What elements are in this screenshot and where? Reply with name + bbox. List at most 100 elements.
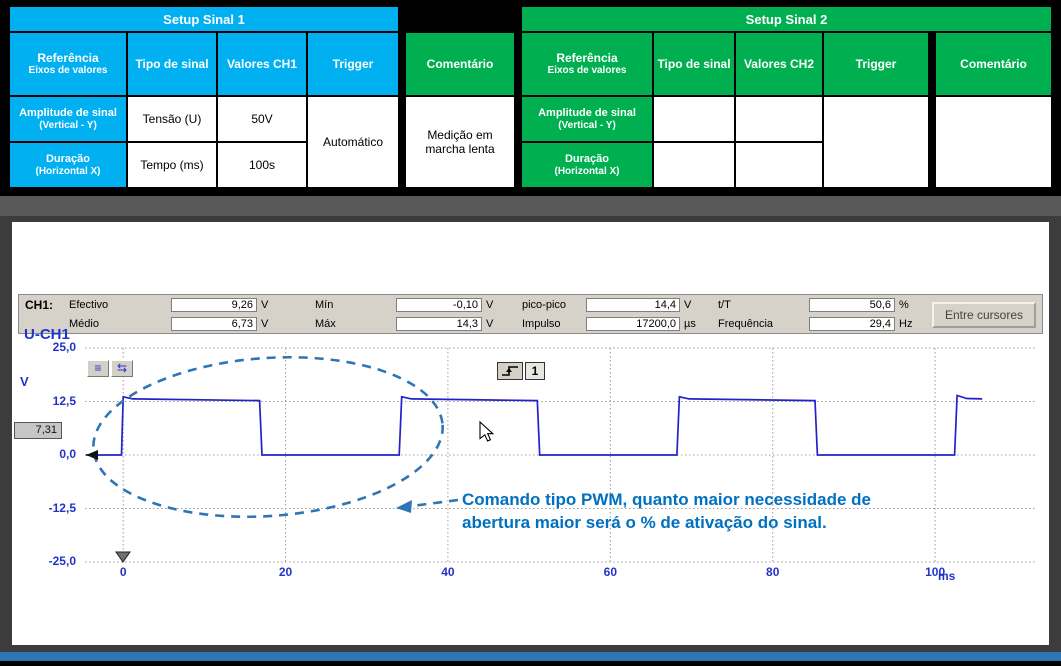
setup2-tipo-empty2: [654, 143, 734, 187]
x-tick-label: 60: [603, 565, 617, 579]
header-referencia-label: Referência: [556, 51, 618, 65]
annotation-arrow-line: [411, 498, 459, 508]
measurement-bar: CH1: Efectivo 9,26 V Mín -0,10 V pico-pi…: [18, 294, 1043, 334]
amplitude-sub: (Vertical - Y): [39, 119, 97, 131]
channel-label: CH1:: [25, 298, 54, 312]
t-sobre-T-value: 50,6: [809, 298, 895, 312]
medio-unit: V: [261, 318, 269, 330]
frequencia-value: 29,4: [809, 317, 895, 331]
header-referencia-label: Referência: [37, 51, 99, 65]
efectivo-value: 9,26: [171, 298, 257, 312]
min-label: Mín: [315, 299, 334, 311]
max-unit: V: [486, 318, 494, 330]
setup1-header-comentario: Comentário: [406, 33, 514, 95]
x-tick-label: 40: [441, 565, 455, 579]
y-axis-tick-labels: 25,0 12,5 0,0 -12,5 -25,0: [12, 222, 80, 645]
rising-edge-icon: [502, 366, 518, 376]
setup1-row-amplitude: Amplitude de sinal (Vertical - Y): [10, 97, 126, 141]
t-sobre-T-unit: %: [899, 299, 909, 311]
setup1-header-valores: Valores CH1: [218, 33, 306, 95]
frequencia-unit: Hz: [899, 318, 913, 330]
y-tick-label: -25,0: [48, 554, 76, 568]
setup1-title: Setup Sinal 1: [10, 7, 398, 31]
setup1-header-tipo: Tipo de sinal: [128, 33, 216, 95]
y-tick-label: 0,0: [59, 447, 76, 461]
setup2-header-referencia: Referência Eixos de valores: [522, 33, 652, 95]
gray-separator-band: [0, 196, 1061, 216]
annotation-line-2: abertura maior será o % de ativação do s…: [462, 513, 827, 532]
y-tick-label: 12,5: [52, 393, 76, 408]
duracao-sub: (Horizontal X): [35, 165, 101, 177]
setup1-tipo-tempo: Tempo (ms): [128, 143, 216, 187]
mouse-cursor-icon: [479, 420, 495, 442]
waveform-trace: [85, 394, 983, 456]
setup2-header-valores: Valores CH2: [736, 33, 822, 95]
min-unit: V: [486, 299, 494, 311]
x-tick-label: 80: [766, 565, 780, 579]
setup1-trigger-value: Automático: [308, 97, 398, 187]
annotation-text: Comando tipo PWM, quanto maior necessida…: [462, 488, 871, 534]
pico-pico-label: pico-pico: [522, 299, 567, 311]
setup1-tipo-tensao: Tensão (U): [128, 97, 216, 141]
header-referencia-sub: Eixos de valores: [547, 65, 627, 76]
y-tick-label: 25,0: [52, 340, 76, 354]
setup1-header-trigger: Trigger: [308, 33, 398, 95]
medio-label: Médio: [69, 318, 99, 330]
setup2-valor-ch2-empty2: [736, 143, 822, 187]
setup2-row-amplitude: Amplitude de sinal (Vertical - Y): [522, 97, 652, 141]
y-axis-unit: V: [20, 374, 29, 389]
trace-position-readout: 7,31: [14, 422, 62, 439]
setup2-header-tipo: Tipo de sinal: [654, 33, 734, 95]
setup2-tipo-empty: [654, 97, 734, 141]
min-value: -0,10: [396, 298, 482, 312]
y-tick-label: -12,5: [48, 500, 76, 515]
cursor-lines-button[interactable]: ≡: [87, 360, 109, 377]
setup1-header-referencia: Referência Eixos de valores: [10, 33, 126, 95]
setup2-valor-ch2-empty: [736, 97, 822, 141]
x-tick-label: 0: [119, 565, 127, 579]
pico-pico-unit: V: [684, 299, 692, 311]
trigger-indicator[interactable]: 1: [497, 362, 545, 380]
duracao-sub: (Horizontal X): [554, 165, 620, 177]
trigger-position-marker-icon: [115, 551, 131, 563]
frequencia-label: Frequência: [718, 318, 774, 330]
medio-value: 6,73: [171, 317, 257, 331]
channel-title: U-CH1: [24, 326, 70, 343]
max-label: Máx: [315, 318, 336, 330]
annotation-ellipse: [92, 355, 444, 519]
setup-table-2: Setup Sinal 2 Referência Eixos de valore…: [520, 5, 1053, 189]
setup1-comment-value: Medição em marcha lenta: [406, 97, 514, 187]
duracao-label: Duração: [45, 152, 91, 165]
max-value: 14,3: [396, 317, 482, 331]
x-tick-label: 20: [278, 565, 293, 579]
header-referencia-sub: Eixos de valores: [28, 65, 108, 76]
trigger-edge-icon: [497, 362, 523, 380]
efectivo-label: Efectivo: [69, 299, 109, 311]
setup2-trigger-empty: [824, 97, 928, 187]
impulso-value: 17200,0: [586, 317, 680, 331]
setup2-header-comentario: Comentário: [936, 33, 1051, 95]
duracao-label: Duração: [564, 152, 610, 165]
x-axis-tick-labels: 0 20 40 60 80 100: [12, 565, 1049, 581]
efectivo-unit: V: [261, 299, 269, 311]
setup2-row-duracao: Duração (Horizontal X): [522, 143, 652, 187]
annotation-overlay: [86, 355, 495, 563]
trigger-source-number: 1: [525, 362, 545, 380]
bottom-blue-bar: [0, 652, 1061, 661]
setup1-valor-ch1-amplitude: 50V: [218, 97, 306, 141]
setup2-header-trigger: Trigger: [824, 33, 928, 95]
amplitude-sub: (Vertical - Y): [558, 119, 616, 131]
setup2-title: Setup Sinal 2: [522, 7, 1051, 31]
impulso-label: Impulso: [522, 318, 561, 330]
x-tick-label: 100: [925, 565, 946, 579]
annotation-line-1: Comando tipo PWM, quanto maior necessida…: [462, 490, 871, 509]
cursor-move-button[interactable]: ⇆: [111, 360, 133, 377]
entre-cursores-button[interactable]: Entre cursores: [932, 302, 1036, 328]
x-axis-unit: ms: [938, 569, 956, 583]
impulso-unit: µs: [684, 318, 696, 330]
annotation-arrowhead-icon: [396, 500, 412, 513]
zero-level-marker-icon: [86, 450, 98, 460]
scope-panel: CH1: Efectivo 9,26 V Mín -0,10 V pico-pi…: [12, 222, 1049, 645]
setup1-valor-ch1-duracao: 100s: [218, 143, 306, 187]
